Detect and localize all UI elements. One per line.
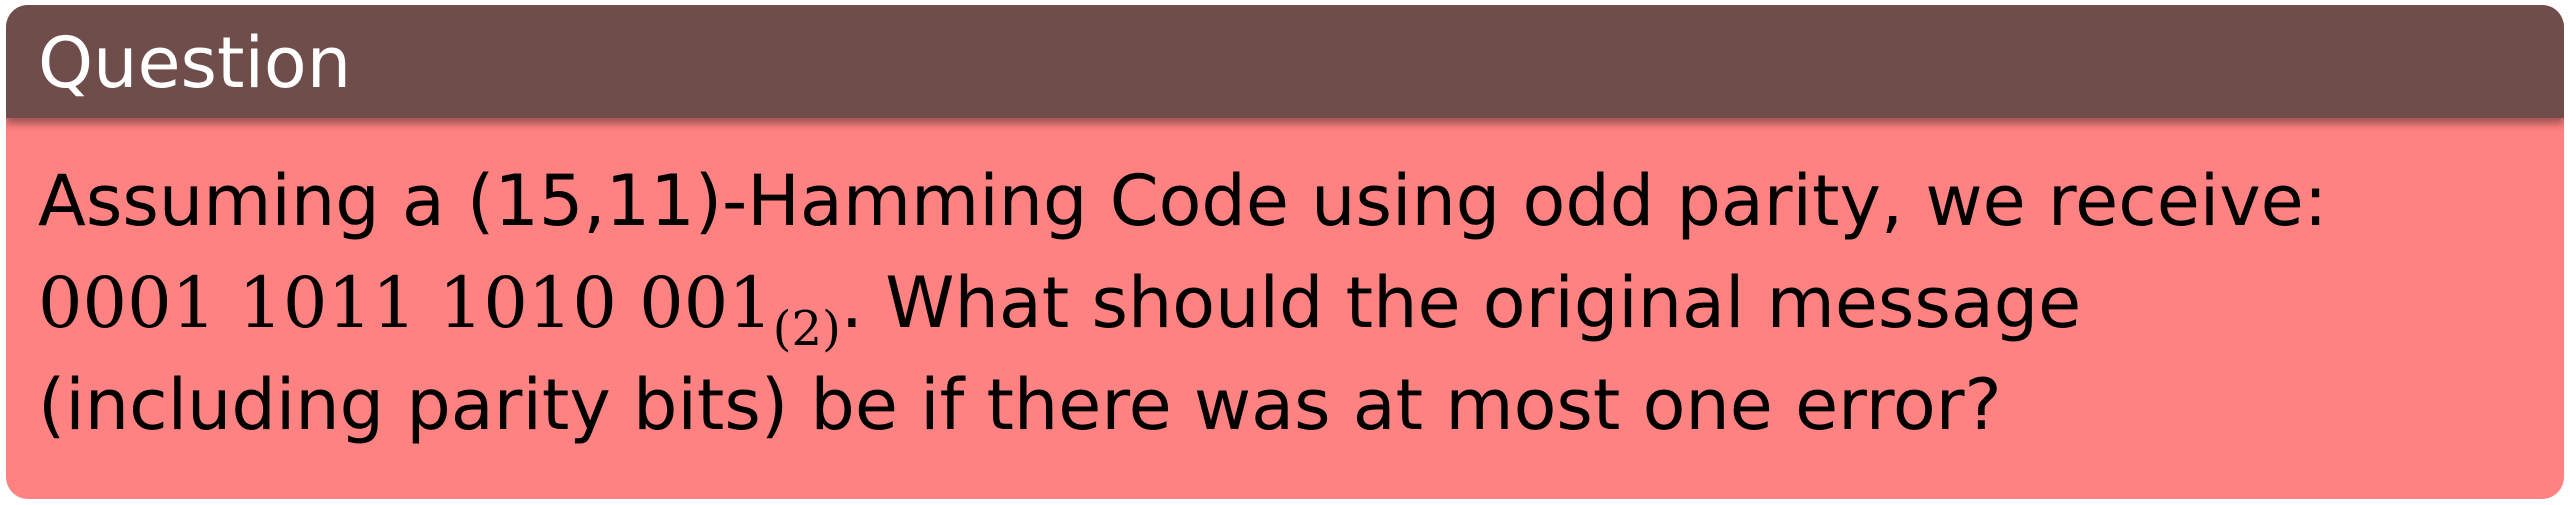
question-body: Assuming a (15,11)-Hamming Code using od… [38,150,2544,456]
question-line-1: Assuming a (15,11)-Hamming Code using od… [38,160,2328,242]
question-line-3: (including parity bits) be if there was … [38,364,2002,446]
question-line-2: 0001 1011 1010 001(2). What should the o… [38,252,2544,357]
question-header: Question [6,5,2564,118]
question-block: Question Assuming a (15,11)-Hamming Code… [6,5,2564,499]
question-line-2-text: . What should the original message [840,262,2082,344]
question-title: Question [38,22,352,104]
received-bits: 0001 1011 1010 001 [38,262,773,344]
base-subscript: (2) [772,301,841,357]
